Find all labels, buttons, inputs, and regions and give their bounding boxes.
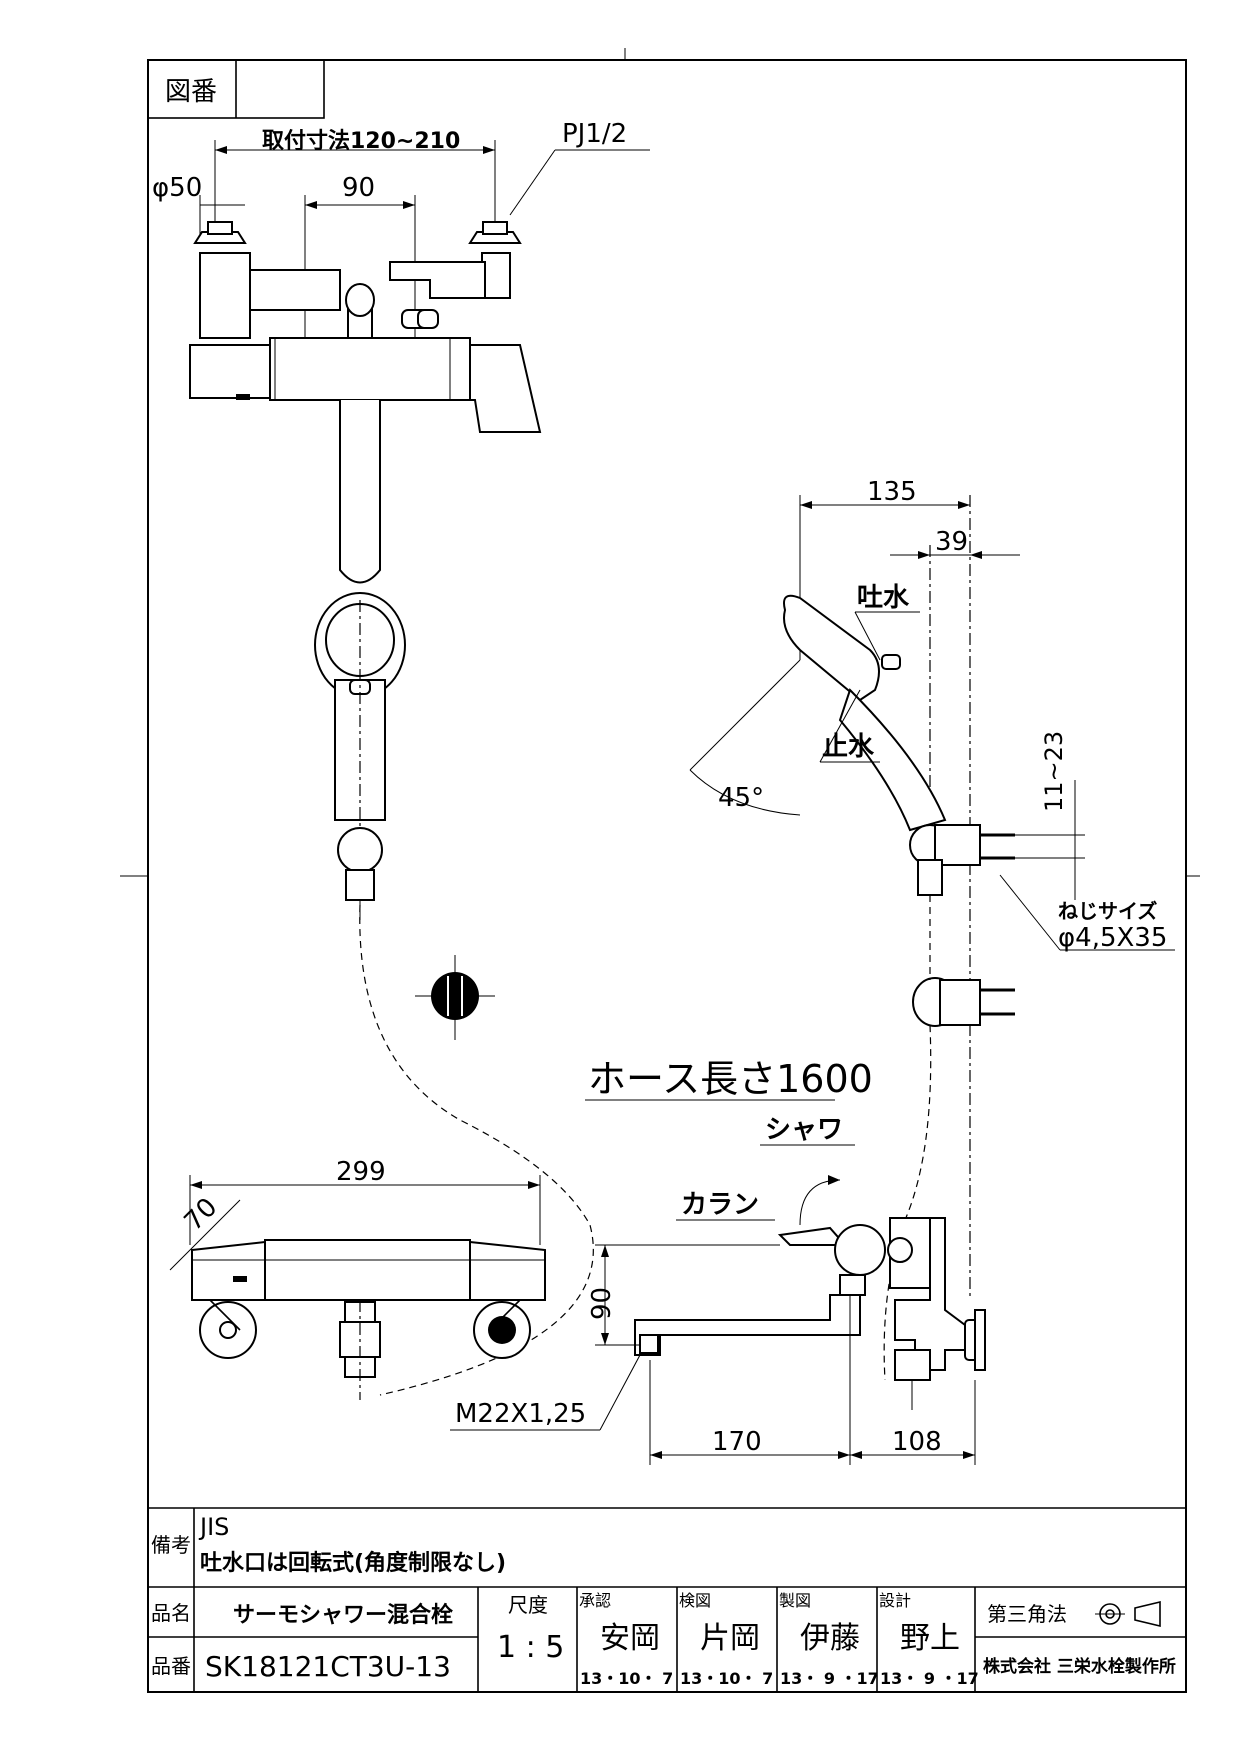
- hinban-label: 品番: [151, 1654, 191, 1678]
- front-view: 取付寸法120~210 PJ1/2 φ50 90: [152, 119, 650, 1396]
- scale-label: 尺度: [508, 1593, 548, 1617]
- dim-phi50: φ50: [152, 173, 202, 203]
- label-tosui: 吐水: [857, 583, 910, 613]
- company: 株式会社 三栄水栓製作所: [983, 1656, 1176, 1677]
- dim-70: 70: [179, 1192, 224, 1237]
- label-caran: カラン: [681, 1190, 759, 1220]
- approval-date-3: 13・ 9 ・17: [880, 1669, 979, 1688]
- bottom-right-view: シャワ カラン 90 M22X1,25: [450, 1115, 986, 1465]
- approval-role-0: 承認: [579, 1591, 611, 1610]
- projection-symbol-icon: [1095, 1600, 1161, 1628]
- dim-90-top: 90: [342, 173, 375, 203]
- zuban-label: 図番: [165, 77, 217, 107]
- dim-135: 135: [867, 477, 917, 507]
- approval-name-2: 伊藤: [800, 1621, 860, 1656]
- label-hose: ホース長さ1600: [588, 1057, 873, 1101]
- approval-name-3: 野上: [900, 1621, 960, 1656]
- dim-pj: PJ1/2: [562, 119, 627, 149]
- zuban-box: 図番: [147, 59, 325, 119]
- label-shisui: 止水: [822, 732, 875, 762]
- approval-date-0: 13・10・ 7: [580, 1669, 673, 1688]
- dim-45deg: 45°: [718, 783, 764, 813]
- approval-name-0: 安岡: [600, 1621, 660, 1656]
- notes-label: 備考: [151, 1533, 191, 1557]
- approval-date-1: 13・10・ 7: [680, 1669, 773, 1688]
- approval-role-3: 設計: [879, 1591, 911, 1610]
- side-view: 135 39 45° 吐水 止水 11~23: [585, 477, 1175, 1381]
- approval-date-2: 13・ 9 ・17: [780, 1669, 879, 1688]
- approval-name-1: 片岡: [700, 1621, 760, 1656]
- dim-90-side: 90: [587, 1287, 617, 1320]
- notes-line2: 吐水口は回転式(角度制限なし): [200, 1550, 506, 1576]
- dim-m22: M22X1,25: [455, 1399, 586, 1429]
- notes-block: 備考 JIS 吐水口は回転式(角度制限なし): [148, 1507, 1186, 1692]
- dim-39: 39: [935, 527, 968, 557]
- title-block: 品名 サーモシャワー混合栓 品番 SK18121CT3U-13 尺度 1 : 5…: [148, 1587, 1186, 1692]
- dim-mount: 取付寸法120~210: [262, 129, 460, 154]
- screw-size: φ4,5X35: [1058, 923, 1167, 953]
- scale: 1 : 5: [497, 1630, 564, 1665]
- approval-role-1: 検図: [679, 1591, 711, 1610]
- label-shower: シャワ: [765, 1115, 843, 1145]
- notes-line1: JIS: [198, 1513, 229, 1541]
- hinmei: サーモシャワー混合栓: [233, 1602, 453, 1628]
- projection-label: 第三角法: [987, 1602, 1067, 1626]
- screw-title: ねじサイズ: [1058, 899, 1157, 923]
- dim-170: 170: [712, 1427, 762, 1457]
- hinmei-label: 品名: [151, 1601, 191, 1625]
- hinban: SK18121CT3U-13: [205, 1650, 451, 1683]
- dim-299: 299: [336, 1157, 386, 1187]
- dim-11-23: 11~23: [1040, 731, 1068, 812]
- dim-108: 108: [892, 1427, 942, 1457]
- bottom-left-view: 299 70: [169, 1157, 546, 1400]
- approval-role-2: 製図: [779, 1591, 811, 1610]
